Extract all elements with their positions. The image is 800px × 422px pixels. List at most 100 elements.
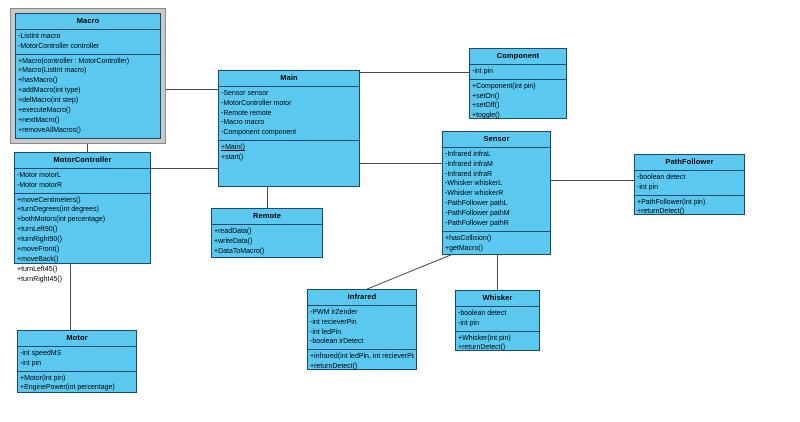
operation-row: +start() (221, 154, 244, 162)
class-operations-infrared: +infrared(int ledPin, int recieverPin) +… (308, 350, 416, 374)
class-attributes-infrared: -PWM irZender -int recieverPin -int ledP… (308, 306, 416, 351)
operation-row: +turnRight45() (17, 276, 62, 284)
operation-row: +Motor(int pin) (20, 374, 66, 382)
attribute-row: -int pin (458, 319, 480, 327)
class-operations-whisker: +Whisker(int pin) +returnDetect() (456, 332, 539, 356)
operation-row: +EnginePower(int percentage) (20, 384, 115, 392)
class-title-component: Component (470, 49, 566, 65)
operation-row: +moveFront() (17, 246, 60, 254)
class-attributes-component: -int pin (470, 65, 566, 80)
class-box-sensor[interactable]: Sensor -Infrared infraL -Infrared infraM… (442, 131, 551, 255)
operation-row: +Macro(ListInt macro) (18, 67, 87, 75)
class-box-macro[interactable]: Macro -ListInt macro -MotorController co… (15, 13, 161, 139)
operation-row: +hasCollision() (445, 235, 492, 243)
class-operations-component: +Component(int pin) +setOn() +setOff() +… (470, 80, 566, 124)
attribute-row: -MotorController controller (18, 42, 100, 50)
association-macro-main (163, 89, 218, 90)
class-operations-motorcontroller: +moveCentimeters() +turnDegrees(int degr… (15, 194, 150, 287)
attribute-row: -boolean detect (637, 173, 686, 181)
operation-row: +turnDegrees(int degrees) (17, 206, 99, 214)
class-title-pathfollower: PathFollower (635, 155, 744, 171)
operation-row: +toggle() (472, 112, 500, 120)
association-main-sensor (360, 163, 442, 164)
class-box-component[interactable]: Component -int pin +Component(int pin) +… (469, 48, 567, 119)
attribute-row: -Remote remote (221, 109, 272, 117)
class-operations-pathfollower: +PathFollower(int pin) +returnDetect() (635, 196, 744, 220)
operation-row: +PathFollower(int pin) (637, 198, 706, 206)
operation-row: +nextMacro() (18, 117, 60, 125)
class-box-whisker[interactable]: Whisker -boolean detect -int pin +Whiske… (455, 290, 540, 351)
operation-row: +writeData() (214, 237, 253, 245)
class-attributes-pathfollower: -boolean detect -int pin (635, 171, 744, 196)
class-title-motor: Motor (18, 331, 136, 347)
attribute-row: -Infrared infraR (445, 170, 493, 178)
operation-row: +moveBack() (17, 256, 59, 264)
operation-row: +turnLeft90() (17, 226, 58, 234)
class-operations-motor: +Motor(int pin) +EnginePower(int percent… (18, 372, 136, 396)
attribute-row: -int pin (20, 359, 42, 367)
class-operations-macro: +Macro(controller : MotorController) +Ma… (16, 55, 160, 139)
attribute-row: -Infrared infraL (445, 150, 491, 158)
class-title-sensor: Sensor (443, 132, 550, 148)
attribute-row: -Motor motorR (17, 181, 63, 189)
attribute-row: -ListInt macro (18, 32, 61, 40)
attribute-row: -boolean irDetect (310, 338, 364, 346)
operation-row: +addMacro(int type) (18, 87, 81, 95)
attribute-row: -Whisker whiskerR (445, 190, 504, 198)
class-attributes-main: -Sensor sensor -MotorController motor -R… (219, 87, 359, 142)
attribute-row: -boolean detect (458, 309, 507, 317)
attribute-row: -Sensor sensor (221, 89, 269, 97)
operation-row: +DataToMacro() (214, 247, 265, 255)
association-motorcontroller-main (151, 168, 218, 169)
operation-row: +setOff() (472, 102, 500, 110)
attribute-row: -PathFollower pathR (445, 220, 509, 228)
association-motorcontroller-motor (70, 264, 71, 330)
class-attributes-motorcontroller: -Motor motorL -Motor motorR (15, 169, 150, 194)
operation-row: +turnRight90() (17, 236, 62, 244)
operation-row: +infrared(int ledPin, int recieverPin) (310, 353, 414, 361)
class-box-main[interactable]: Main -Sensor sensor -MotorController mot… (218, 70, 360, 187)
operation-row: +delMacro(int step) (18, 97, 79, 105)
association-main-remote (267, 187, 268, 208)
attribute-row: -int pin (637, 183, 659, 191)
class-box-infrared[interactable]: Infrared -PWM irZender -int recieverPin … (307, 289, 417, 370)
operation-row: +turnLeft45() (17, 266, 58, 274)
class-attributes-sensor: -Infrared infraL -Infrared infraM -Infra… (443, 148, 550, 233)
class-operations-sensor: +hasCollision() +getMacro() (443, 232, 550, 256)
attribute-row: -int recieverPin (310, 318, 357, 326)
association-sensor-whisker (497, 255, 498, 290)
attribute-row: -int ledPin (310, 328, 342, 336)
attribute-row: -int speedMS (20, 349, 62, 357)
attribute-row: -PathFollower pathM (445, 210, 510, 218)
association-main-component (360, 72, 469, 73)
class-title-macro: Macro (16, 14, 160, 30)
class-title-infrared: Infrared (308, 290, 416, 306)
class-attributes-whisker: -boolean detect -int pin (456, 307, 539, 332)
class-attributes-motor: -int speedMS -int pin (18, 347, 136, 372)
attribute-row: -Whisker whiskerL (445, 180, 503, 188)
class-attributes-macro: -ListInt macro -MotorController controll… (16, 30, 160, 55)
class-box-motorcontroller[interactable]: MotorController -Motor motorL -Motor mot… (14, 152, 151, 283)
operation-row: +returnDetect() (458, 344, 506, 352)
class-box-pathfollower[interactable]: PathFollower -boolean detect -int pin +P… (634, 154, 745, 215)
operation-row: +Main() (221, 144, 245, 152)
attribute-row: -Macro macro (221, 119, 265, 127)
operation-row: +returnDetect() (637, 208, 685, 216)
class-title-remote: Remote (212, 209, 322, 225)
operation-row: +readData() (214, 227, 252, 235)
class-box-remote[interactable]: Remote +readData() +writeData() +DataToM… (211, 208, 323, 258)
attribute-row: -Infrared infraM (445, 160, 493, 168)
class-operations-main: +Main() +start() (219, 141, 359, 165)
operation-row: +bothMotors(int percentage) (17, 216, 106, 224)
operation-row: +executeMacro() (18, 107, 71, 115)
attribute-row: -int pin (472, 67, 494, 75)
attribute-row: -Component component (221, 129, 297, 137)
class-box-motor[interactable]: Motor -int speedMS -int pin +Motor(int p… (17, 330, 137, 393)
operation-row: +Macro(controller : MotorController) (18, 57, 130, 65)
class-title-main: Main (219, 71, 359, 87)
operation-row: +Whisker(int pin) (458, 334, 511, 342)
association-macro-motorcontroller (87, 141, 88, 153)
operation-row: +moveCentimeters() (17, 196, 81, 204)
operation-row: +setOn() (472, 92, 500, 100)
